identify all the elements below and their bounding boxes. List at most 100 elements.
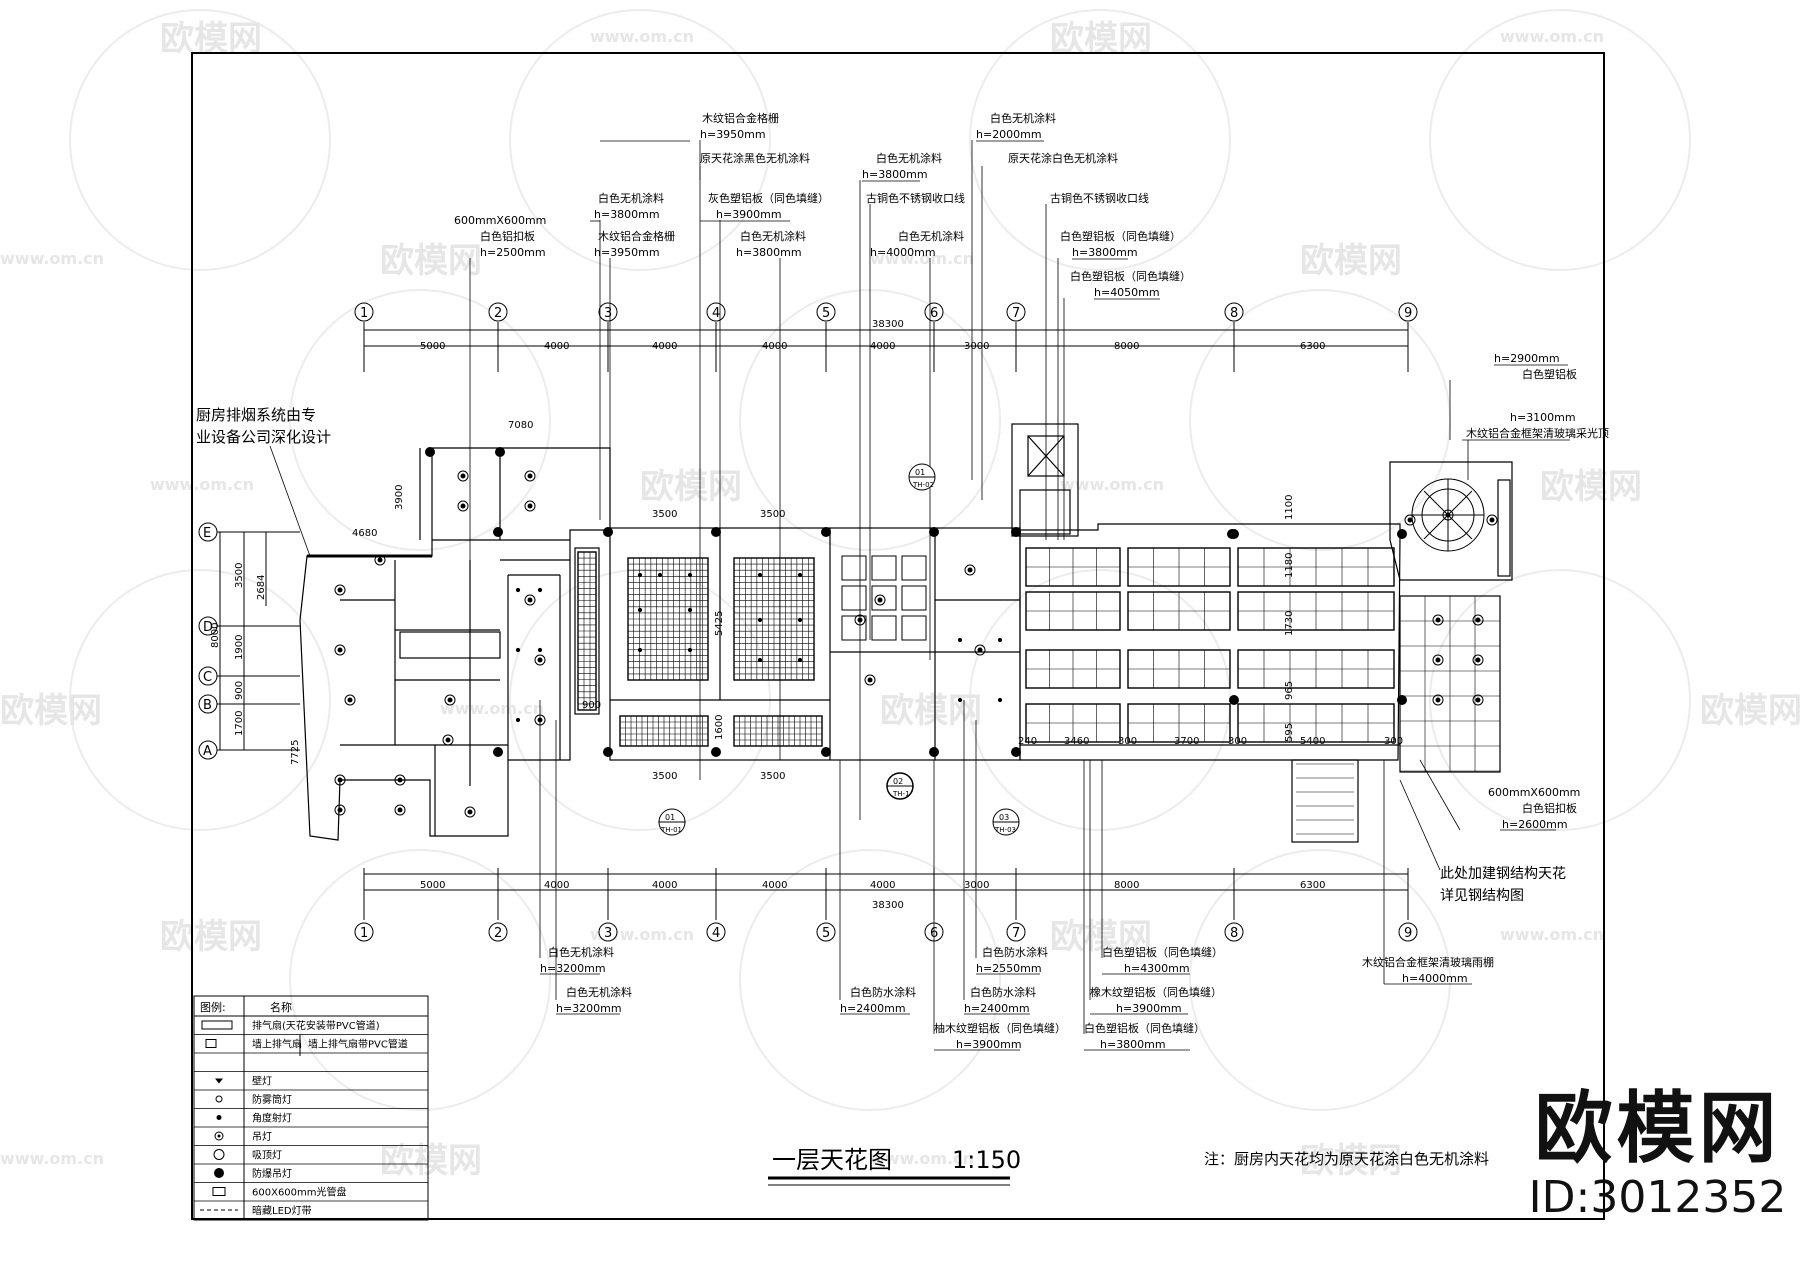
axis-label: 1	[360, 926, 368, 941]
downlight-icon	[637, 607, 643, 613]
steel-structure-note: 此处加建钢结构天花	[1440, 866, 1566, 882]
watermark-brand: 欧模网	[640, 467, 742, 507]
label-ceiling-spec: 白色塑铝板（同色填缝）	[1102, 945, 1223, 959]
axis-label: C	[203, 670, 212, 685]
axis-label: 9	[1404, 306, 1412, 321]
label-ceiling-height: h=2400mm	[840, 1002, 906, 1015]
ceiling-lamp-icon	[964, 564, 976, 576]
ceiling-lamp-icon	[337, 587, 343, 593]
label-ceiling-spec: 白色无机涂料	[740, 229, 806, 243]
axis-label: 2	[494, 306, 502, 321]
axis-label: 4	[712, 306, 720, 321]
column-dot	[1397, 695, 1407, 705]
row-dimension-chain	[219, 532, 267, 750]
dimension-7080: 7080	[508, 420, 533, 431]
leader-line	[269, 445, 311, 557]
column-spacing-5: 4000	[870, 880, 895, 891]
label-ceiling-height: h=3950mm	[594, 246, 660, 259]
column-spacing-6: 3000	[964, 880, 989, 891]
ceiling-lamp-icon	[457, 500, 469, 512]
axis-label: 4	[712, 926, 720, 941]
column-spacing-7: 8000	[1114, 341, 1139, 352]
watermark-brand: 欧模网	[380, 1141, 482, 1181]
axis-bubble	[488, 922, 508, 942]
column-dot	[821, 747, 831, 757]
label-ceiling-spec: 原天花涂白色无机涂料	[1008, 151, 1118, 165]
leader-line	[1419, 759, 1461, 831]
column-spacing-8: 6300	[1300, 341, 1325, 352]
steel-structure-note: 详见钢结构图	[1440, 888, 1524, 904]
legend-label: 600X600mm光管盘	[252, 1186, 347, 1199]
ceiling-lamp-icon	[334, 804, 346, 816]
label-ceiling-spec: 灰色塑铝板（同色填缝）	[708, 191, 829, 205]
dimension-3500: 3500	[760, 509, 785, 520]
ceiling-lamp-icon	[397, 777, 403, 783]
wall-lamp-icon	[215, 1078, 223, 1084]
column-spacing-1: 5000	[420, 880, 445, 891]
axis-bubble	[924, 302, 944, 322]
ceiling-lamp-icon	[213, 1149, 225, 1160]
feature-panel	[901, 555, 927, 581]
label-ceiling-height: h=4000mm	[870, 246, 936, 259]
label-ceiling-height: h=4050mm	[1094, 286, 1160, 299]
label-ceiling-spec: 古铜色不锈钢收口线	[1050, 191, 1149, 205]
label-ceiling-height: h=3900mm	[716, 208, 782, 221]
column-dot	[493, 747, 503, 757]
section-mark-02: 02 TH-1	[886, 772, 914, 800]
dimension-300: 300	[1228, 736, 1247, 747]
watermark-url: www.om.cn	[590, 27, 694, 46]
top-dimension-chain	[364, 329, 1408, 347]
axis-bubble	[816, 302, 836, 322]
axis-bubble	[354, 922, 374, 942]
axis-label: 9	[1404, 926, 1412, 941]
column-spacing-2: 4000	[544, 341, 569, 352]
ceiling-lamp-icon	[1475, 617, 1481, 623]
bottom-dimension-chain	[364, 873, 1408, 891]
column-dot	[929, 527, 939, 537]
ceiling-lamp-icon	[337, 777, 343, 783]
axis-bubble	[706, 302, 726, 322]
row-total: 8000	[210, 623, 221, 648]
label-ceiling-spec: 白色防水涂料	[850, 985, 916, 999]
watermark-url: www.om.cn	[870, 249, 974, 268]
legend-label: 防雾筒灯	[252, 1093, 292, 1106]
label-ceiling-spec: 白色铝扣板	[480, 229, 535, 243]
ceiling-lamp-icon	[1432, 614, 1444, 626]
label-ceiling-height: h=2400mm	[964, 1002, 1030, 1015]
watermark-url: www.om.cn	[1060, 475, 1164, 494]
axis-bubble	[198, 740, 218, 760]
dimension-900: 900	[582, 700, 601, 711]
axis-bubble	[488, 302, 508, 322]
section-mark-sheet: TH-01	[660, 826, 682, 834]
feature-panel	[901, 615, 927, 641]
label-ceiling-spec: 橡木纹塑铝板（同色填缝）	[1090, 985, 1222, 999]
downlight-icon	[637, 572, 643, 578]
dimension-3900: 3900	[394, 485, 405, 510]
ceiling-lamp-icon	[1445, 512, 1451, 518]
label-ceiling-height: h=4300mm	[1124, 962, 1190, 975]
axis-label: 2	[494, 926, 502, 941]
feature-panel	[841, 585, 867, 611]
downlight-icon	[637, 647, 643, 653]
feature-panel	[901, 585, 927, 611]
watermark-brand: 欧模网	[160, 917, 262, 957]
axis-bubble	[354, 302, 374, 322]
wood-grille-ceilings	[577, 551, 927, 747]
label-ceiling-spec: 木纹铝合金格栅	[598, 229, 675, 243]
label-ceiling-height: h=3800mm	[1100, 1038, 1166, 1051]
downlight-icon	[957, 697, 963, 703]
dimension-5425: 5425	[714, 611, 725, 636]
axis-bubble	[1398, 302, 1418, 322]
watermark-brand-large: 欧模网	[1534, 1084, 1781, 1174]
label-ceiling-spec: 白色无机涂料	[990, 111, 1056, 125]
axis-label: 3	[604, 926, 612, 941]
watermark-brand: 欧模网	[1050, 917, 1152, 957]
kitchen-exhaust-note: 业设备公司深化设计	[196, 428, 331, 446]
row-spacing-2: 1900	[234, 635, 245, 660]
section-mark-03: 03 TH-03	[992, 808, 1020, 836]
ceiling-lamp-icon	[527, 597, 533, 603]
label-ceiling-height: h=3800mm	[862, 168, 928, 181]
downlight-icon	[797, 617, 803, 623]
row-spacing-1: 3500	[234, 563, 245, 588]
